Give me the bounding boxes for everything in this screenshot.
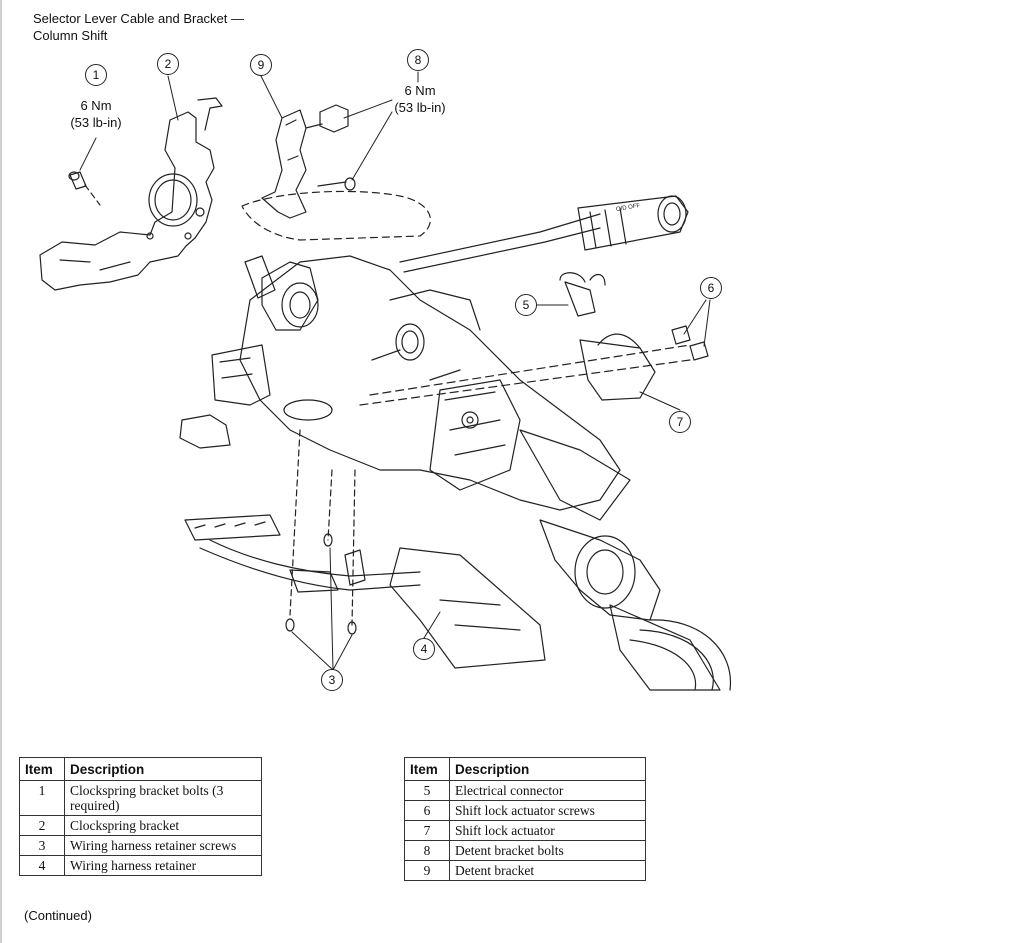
column-header-item: Item — [19, 757, 65, 781]
table-row: 7 Shift lock actuator — [404, 820, 646, 841]
clockspring-bracket-drawing — [39, 97, 223, 291]
callout-5: 5 — [515, 294, 537, 316]
item-number: 6 — [404, 800, 450, 821]
item-number: 3 — [19, 835, 65, 856]
callout-1: 1 — [85, 64, 107, 86]
table-row: 4 Wiring harness retainer — [19, 855, 262, 876]
table-row: 1 Clockspring bracket bolts (3 required) — [19, 780, 262, 816]
torque-metric: 6 Nm — [404, 83, 436, 98]
item-description: Shift lock actuator screws — [449, 800, 646, 821]
callout-3: 3 — [321, 669, 343, 691]
table-row: 8 Detent bracket bolts — [404, 840, 646, 861]
callout-7: 7 — [669, 411, 691, 433]
item-description: Shift lock actuator — [449, 820, 646, 841]
legend-header-row: Item Description — [19, 757, 262, 781]
column-header-description: Description — [64, 757, 262, 781]
item-number: 4 — [19, 855, 65, 876]
table-row: 6 Shift lock actuator screws — [404, 800, 646, 821]
column-header-item: Item — [404, 757, 450, 781]
callout-leader-lines — [79, 71, 711, 671]
item-number: 5 — [404, 780, 450, 801]
item-number: 2 — [19, 815, 65, 836]
item-description: Wiring harness retainer screws — [64, 835, 262, 856]
steering-column-drawing — [179, 195, 732, 691]
item-description: Clockspring bracket bolts (3 required) — [64, 780, 262, 816]
page-title: Selector Lever Cable and Bracket — Colum… — [33, 10, 244, 44]
torque-imperial: (53 lb-in) — [394, 100, 446, 115]
item-number: 8 — [404, 840, 450, 861]
item-number: 7 — [404, 820, 450, 841]
legend-table-left: Item Description 1 Clockspring bracket b… — [19, 757, 262, 876]
detent-bracket-drawing — [261, 109, 307, 219]
item-description: Electrical connector — [449, 780, 646, 801]
callout-9: 9 — [250, 54, 272, 76]
callout-8: 8 — [407, 49, 429, 71]
shift-lock-actuator-drawing — [359, 272, 691, 406]
torque-spec-item-8: 6 Nm (53 lb-in) — [378, 82, 462, 116]
table-row: 5 Electrical connector — [404, 780, 646, 801]
torque-imperial: (53 lb-in) — [70, 115, 122, 130]
item-number: 9 — [404, 860, 450, 881]
detent-bracket-bolts-drawing — [241, 104, 431, 241]
item-description: Detent bracket — [449, 860, 646, 881]
torque-spec-item-1: 6 Nm (53 lb-in) — [54, 97, 138, 131]
table-row: 2 Clockspring bracket — [19, 815, 262, 836]
exploded-view-diagram — [39, 71, 732, 691]
item-description: Detent bracket bolts — [449, 840, 646, 861]
title-line-1: Selector Lever Cable and Bracket — — [33, 11, 244, 26]
torque-metric: 6 Nm — [80, 98, 112, 113]
legend-table-right: Item Description 5 Electrical connector … — [404, 757, 646, 881]
column-header-description: Description — [449, 757, 646, 781]
item-description: Clockspring bracket — [64, 815, 262, 836]
shift-lock-actuator-screws-drawing — [671, 325, 709, 361]
callout-4: 4 — [413, 638, 435, 660]
callout-6: 6 — [700, 277, 722, 299]
legend-header-row: Item Description — [404, 757, 646, 781]
table-row: 3 Wiring harness retainer screws — [19, 835, 262, 856]
continued-note: (Continued) — [24, 908, 92, 923]
item-number: 1 — [19, 780, 65, 816]
page-edge-rule — [0, 0, 2, 943]
item-description: Wiring harness retainer — [64, 855, 262, 876]
table-row: 9 Detent bracket — [404, 860, 646, 881]
wiring-harness-drawing — [184, 429, 546, 669]
title-line-2: Column Shift — [33, 28, 108, 43]
clockspring-bracket-bolt-drawing — [68, 171, 101, 206]
callout-2: 2 — [157, 53, 179, 75]
